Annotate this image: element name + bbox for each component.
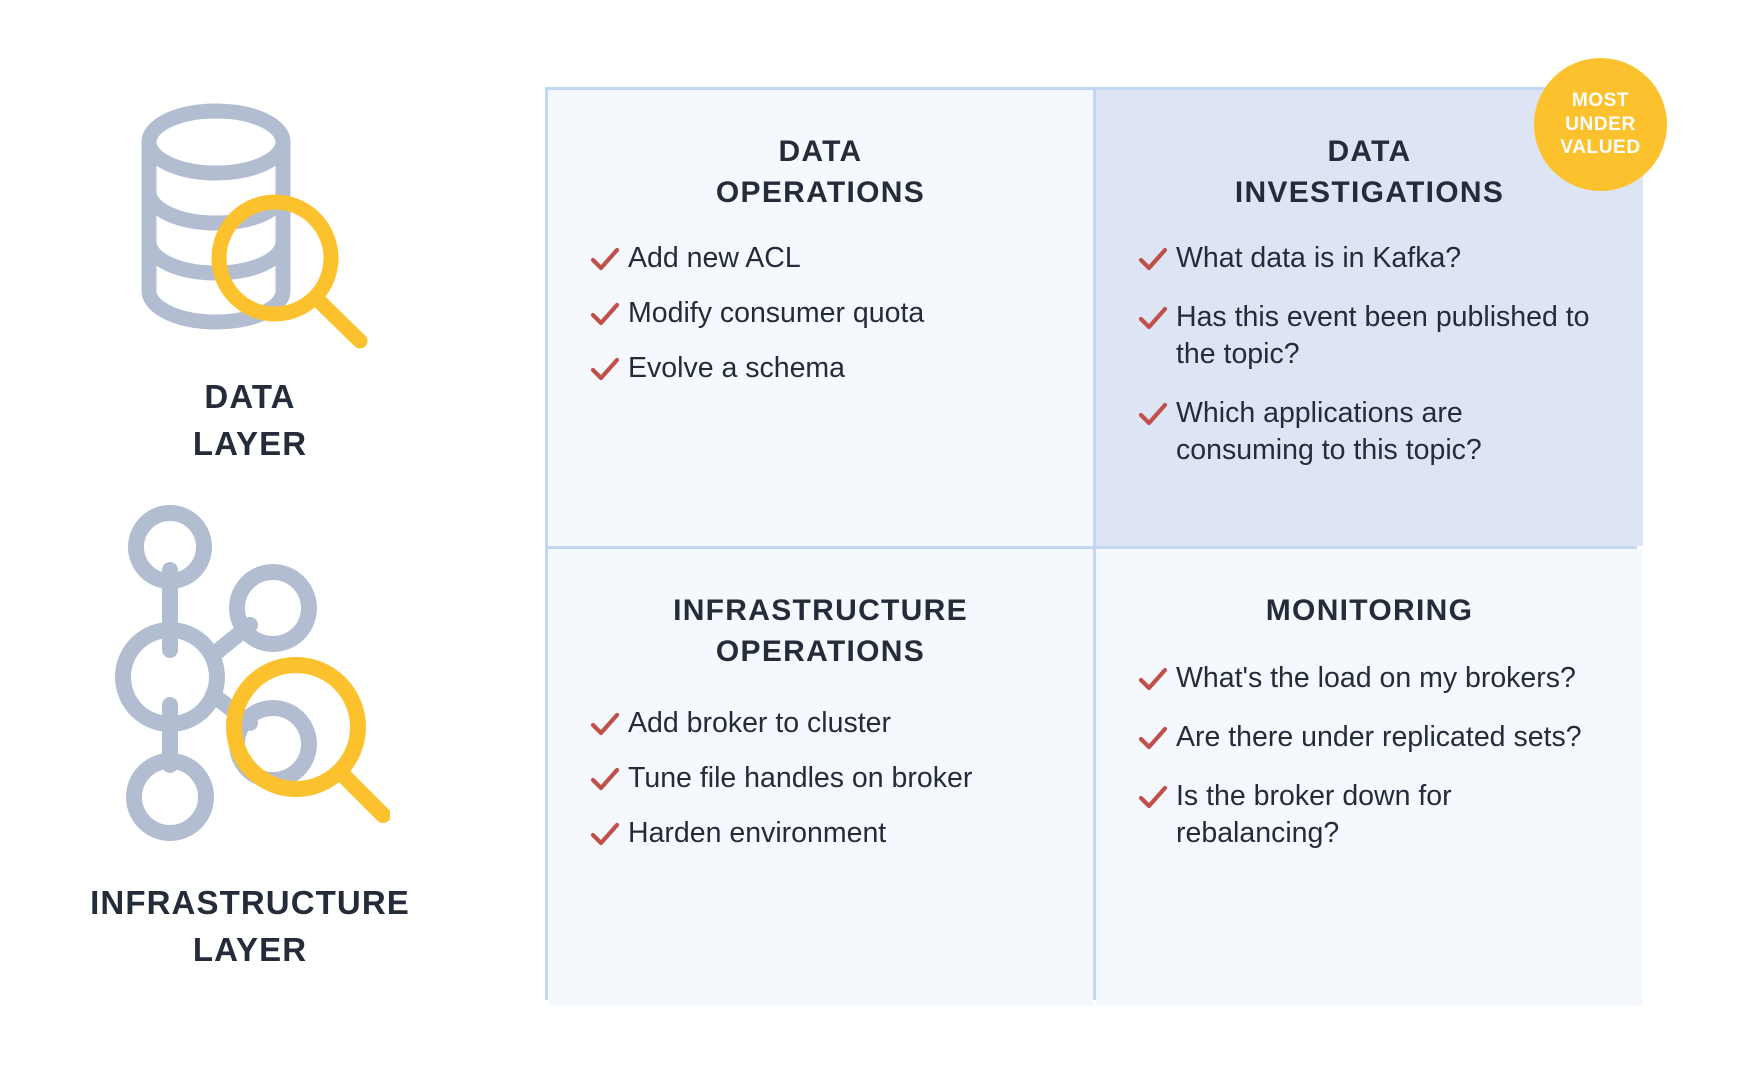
list-item: Which applications are consuming to this… (1138, 395, 1599, 469)
item-list: What data is in Kafka? Has this event be… (1136, 240, 1603, 469)
check-icon (1138, 785, 1168, 808)
list-item: Are there under replicated sets? (1138, 719, 1599, 756)
quadrant-title: DATA INVESTIGATIONS (1136, 132, 1603, 214)
quadrant-title: INFRASTRUCTURE OPERATIONS (588, 591, 1053, 673)
list-item-label: Tune file handles on broker (628, 761, 973, 794)
infrastructure-layer-label-line2: LAYER (192, 930, 308, 968)
list-item-label: Which applications are consuming to this… (1176, 396, 1482, 466)
list-item-label: Add new ACL (628, 241, 801, 274)
list-item: Harden environment (590, 815, 1049, 852)
check-icon (1138, 726, 1168, 749)
list-item-label: Has this event been published to the top… (1176, 300, 1590, 370)
list-item: Add broker to cluster (590, 705, 1049, 742)
layers-column: DATA LAYER INFRASTRU (0, 0, 500, 1080)
infrastructure-layer-label-line1: INFRASTRUCTURE (90, 884, 410, 921)
list-item-label: What data is in Kafka? (1176, 241, 1462, 274)
quadrant-infrastructure-operations: INFRASTRUCTURE OPERATIONS Add broker to … (548, 549, 1093, 1006)
list-item-label: Is the broker down for rebalancing? (1176, 779, 1452, 849)
item-list: Add broker to cluster Tune file handles … (588, 705, 1053, 852)
quadrant-title-line2: INVESTIGATIONS (1234, 175, 1505, 209)
list-item: Has this event been published to the top… (1138, 299, 1599, 373)
badge-line2: UNDER (1565, 113, 1636, 135)
list-item: What data is in Kafka? (1138, 240, 1599, 277)
quadrant-title-line1: DATA (778, 135, 863, 168)
check-icon (590, 767, 620, 790)
check-icon (590, 822, 620, 845)
infrastructure-layer-group: INFRASTRUCTURE LAYER (0, 505, 500, 974)
check-icon (1138, 402, 1168, 425)
quadrant-title-line2: OPERATIONS (715, 175, 926, 209)
check-icon (590, 357, 620, 380)
quadrant-data-operations: DATA OPERATIONS Add new ACL Modify consu… (548, 90, 1093, 546)
check-icon (1138, 667, 1168, 690)
quadrant-grid: DATA OPERATIONS Add new ACL Modify consu… (545, 87, 1643, 1006)
quadrant-title-line2: OPERATIONS (715, 634, 926, 668)
quadrant-title: DATA OPERATIONS (588, 132, 1053, 214)
check-icon (590, 247, 620, 270)
list-item-label: Harden environment (628, 816, 887, 849)
list-item-label: Evolve a schema (628, 351, 846, 384)
list-item-label: Add broker to cluster (628, 706, 891, 739)
data-layer-label-line2: LAYER (192, 424, 308, 462)
check-icon (590, 302, 620, 325)
item-list: Add new ACL Modify consumer quota Evolve… (588, 240, 1053, 387)
data-layer-label-line1: DATA (204, 378, 296, 415)
check-icon (1138, 306, 1168, 329)
list-item: Add new ACL (590, 240, 1049, 277)
list-item-label: Are there under replicated sets? (1176, 720, 1582, 753)
check-icon (1138, 247, 1168, 270)
list-item-label: What's the load on my brokers? (1176, 661, 1576, 694)
network-nodes-search-icon (115, 505, 390, 841)
list-item: Evolve a schema (590, 350, 1049, 387)
badge-line3: VALUED (1560, 137, 1641, 159)
item-list: What's the load on my brokers? Are there… (1136, 660, 1603, 852)
quadrant-title-line1: DATA (1327, 135, 1412, 168)
data-layer-label: DATA LAYER (0, 374, 500, 468)
database-search-icon (141, 103, 368, 349)
list-item: Tune file handles on broker (590, 760, 1049, 797)
most-undervalued-badge: MOST UNDER VALUED (1534, 58, 1667, 191)
quadrant-data-investigations: DATA INVESTIGATIONS What data is in Kafk… (1096, 90, 1643, 546)
infrastructure-layer-label: INFRASTRUCTURE LAYER (0, 880, 500, 974)
quadrant-title-line1: INFRASTRUCTURE (673, 594, 968, 627)
quadrant-title: MONITORING (1136, 591, 1603, 632)
list-item: Is the broker down for rebalancing? (1138, 778, 1599, 852)
quadrant-title-line1: MONITORING (1265, 594, 1474, 627)
data-layer-group: DATA LAYER (0, 95, 500, 468)
list-item: Modify consumer quota (590, 295, 1049, 332)
badge-line1: MOST (1571, 90, 1630, 112)
list-item-label: Modify consumer quota (628, 296, 925, 329)
check-icon (590, 712, 620, 735)
quadrant-monitoring: MONITORING What's the load on my brokers… (1096, 549, 1643, 1006)
list-item: What's the load on my brokers? (1138, 660, 1599, 697)
